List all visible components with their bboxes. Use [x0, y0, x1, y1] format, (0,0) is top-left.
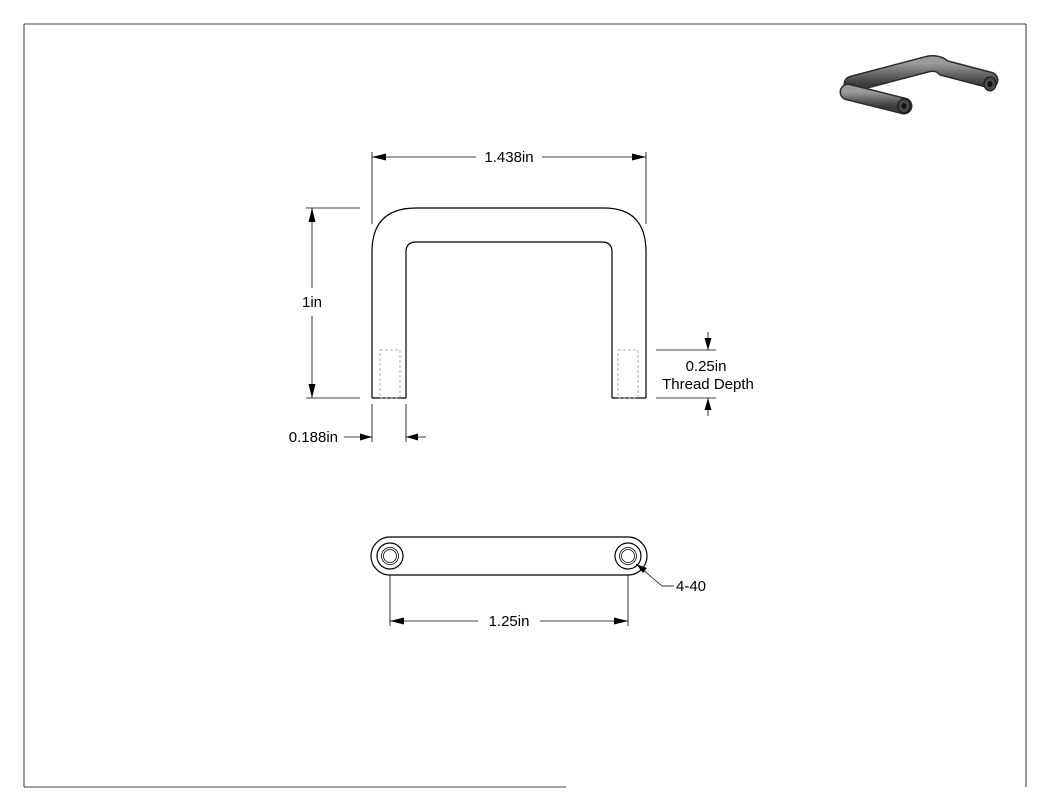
right-thread-hole [614, 542, 642, 570]
height-label: 1in [302, 294, 322, 311]
sheet-border [23, 23, 1027, 788]
width-label: 1.438in [484, 149, 533, 166]
thread-depth-dimension: 0.25in Thread Depth [656, 332, 754, 416]
spacing-dimension: 1.25in [389, 575, 629, 630]
wall-dimension: 0.188in [289, 404, 426, 446]
handle-outer-outline [371, 207, 647, 398]
width-dimension: 1.438in [371, 149, 647, 224]
thread-callout: 4-40 [635, 563, 706, 595]
right-thread-hidden [617, 349, 639, 399]
left-thread-hidden [379, 349, 401, 399]
spacing-label: 1.25in [489, 613, 530, 630]
bottom-outline [370, 536, 648, 576]
front-view: 1.438in 1in 0.188in [289, 149, 754, 446]
thread-depth-value: 0.25in [686, 358, 727, 375]
wall-label: 0.188in [289, 429, 338, 446]
thread-depth-caption: Thread Depth [662, 376, 754, 393]
height-dimension: 1in [302, 207, 360, 399]
thread-label: 4-40 [676, 578, 706, 595]
bottom-view: 4-40 1.25in [370, 536, 706, 630]
handle-inner-outline [405, 241, 613, 398]
left-thread-hole [376, 542, 404, 570]
u-handle-3d-icon [839, 55, 999, 115]
